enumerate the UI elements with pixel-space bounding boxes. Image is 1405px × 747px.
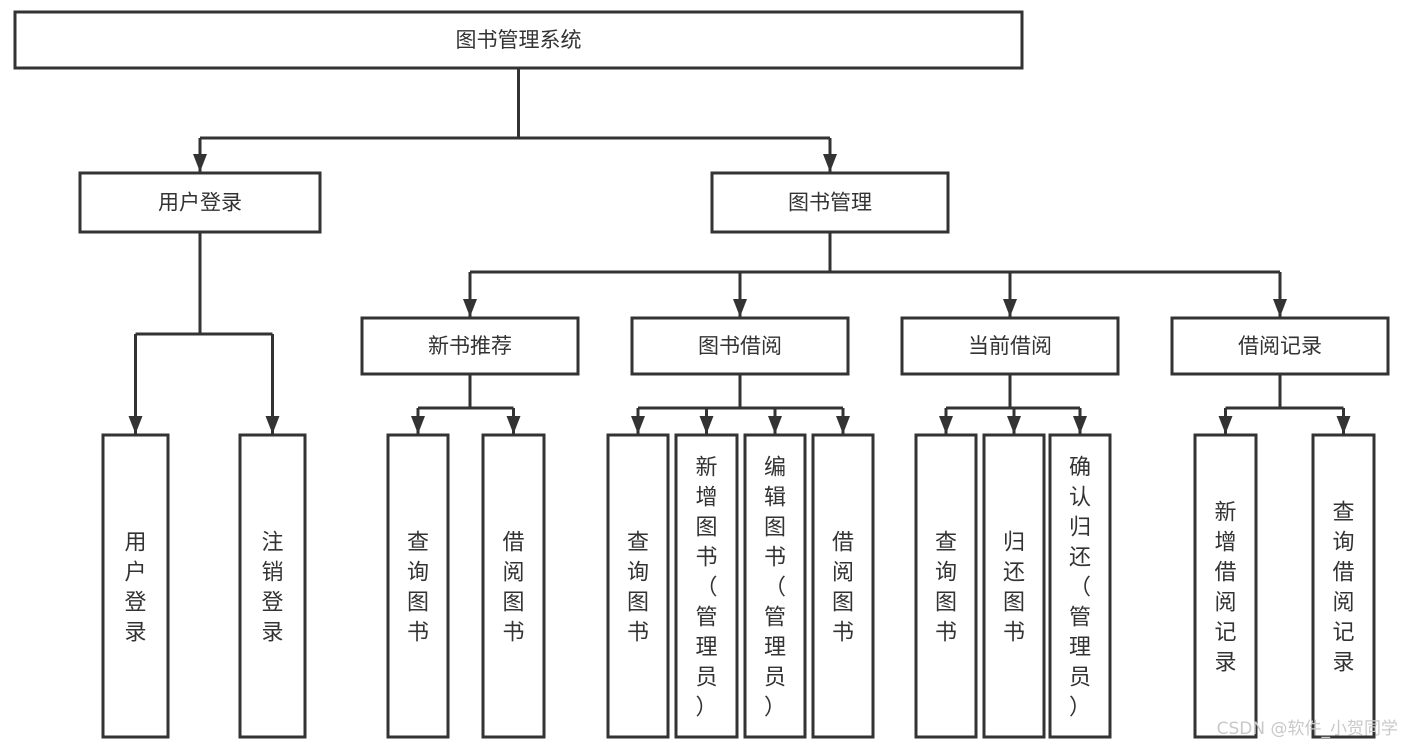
- arrow-head-icon: [836, 416, 850, 434]
- node-query-borrow-record[interactable]: 查询借阅记录: [1311, 433, 1376, 739]
- arrow-head-icon: [733, 299, 747, 317]
- node-edit-book-admin[interactable]: 编辑图书（管理员）: [743, 433, 807, 739]
- node-return-book[interactable]: 归还图书: [982, 433, 1046, 739]
- node-box-query-book-2: [606, 433, 670, 739]
- node-box-new-book-recommend: [360, 316, 580, 376]
- node-add-borrow-record[interactable]: 新增借阅记录: [1193, 433, 1258, 739]
- node-box-current-borrow: [900, 316, 1120, 376]
- node-label-borrow-book-2: 借阅图书: [832, 530, 854, 645]
- arrow-head-icon: [1273, 299, 1287, 317]
- arrow-head-icon: [823, 154, 837, 172]
- node-label-user-login-do: 用户登录: [124, 530, 146, 645]
- node-user-login[interactable]: 用户登录: [78, 171, 322, 234]
- arrow-head-icon: [699, 416, 714, 434]
- node-box-query-book-1: [386, 433, 450, 739]
- node-box-book-borrow: [630, 316, 850, 376]
- arrow-head-icon: [1007, 416, 1021, 434]
- node-label-edit-book-admin: 编辑图书（管理员）: [764, 455, 786, 720]
- node-label-query-book-2: 查询图书: [627, 530, 649, 645]
- arrow-head-icon: [1336, 416, 1351, 434]
- node-box-query-borrow-record: [1311, 433, 1376, 739]
- arrow-head-icon: [1003, 299, 1017, 317]
- node-box-return-book: [982, 433, 1046, 739]
- node-borrow-record[interactable]: 借阅记录: [1170, 316, 1390, 376]
- node-user-logout[interactable]: 注销登录: [238, 433, 307, 739]
- node-user-login-do[interactable]: 用户登录: [101, 433, 170, 739]
- node-query-book-1[interactable]: 查询图书: [386, 433, 450, 739]
- node-label-add-book-admin: 新增图书（管理员）: [695, 455, 717, 720]
- arrow-head-icon: [265, 416, 280, 434]
- node-label-return-book: 归还图书: [1003, 530, 1025, 645]
- node-label-confirm-return-admin: 确认归还（管理员）: [1069, 455, 1091, 720]
- node-box-borrow-record: [1170, 316, 1390, 376]
- node-label-user-login: 用户登录: [158, 191, 242, 215]
- node-label-borrow-record: 借阅记录: [1238, 334, 1322, 358]
- arrow-head-icon: [128, 416, 143, 434]
- node-root[interactable]: 图书管理系统: [13, 10, 1024, 70]
- node-confirm-return-admin[interactable]: 确认归还（管理员）: [1048, 433, 1112, 739]
- node-label-root: 图书管理系统: [456, 28, 582, 52]
- node-current-borrow[interactable]: 当前借阅: [900, 316, 1120, 376]
- node-label-query-borrow-record: 查询借阅记录: [1332, 500, 1354, 675]
- arrow-head-icon: [1073, 416, 1087, 434]
- node-box-borrow-book-2: [811, 433, 875, 739]
- node-query-book-2[interactable]: 查询图书: [606, 433, 670, 739]
- arrow-head-icon: [411, 416, 425, 434]
- node-label-user-logout: 注销登录: [261, 530, 283, 645]
- node-box-add-book-admin: [674, 433, 739, 739]
- arrow-head-icon: [193, 154, 207, 172]
- node-label-query-book-3: 查询图书: [935, 530, 957, 645]
- arrow-head-icon: [939, 416, 953, 434]
- node-layer: 图书管理系统用户登录用户登录注销登录图书管理新书推荐查询图书借阅图书图书借阅查询…: [13, 10, 1390, 739]
- node-label-book-manage: 图书管理: [788, 191, 872, 215]
- node-box-book-manage: [710, 171, 950, 234]
- node-add-book-admin[interactable]: 新增图书（管理员）: [674, 433, 739, 739]
- node-book-manage[interactable]: 图书管理: [710, 171, 950, 234]
- node-label-add-borrow-record: 新增借阅记录: [1214, 500, 1236, 675]
- csdn-watermark: CSDN @软件_小贺同学: [1217, 719, 1398, 739]
- node-box-query-book-3: [914, 433, 978, 739]
- node-box-edit-book-admin: [743, 433, 807, 739]
- node-label-query-book-1: 查询图书: [407, 530, 429, 645]
- connector-layer: [128, 68, 1351, 434]
- arrow-head-icon: [1218, 416, 1233, 434]
- node-box-user-login: [78, 171, 322, 234]
- arrow-head-icon: [631, 416, 645, 434]
- node-label-current-borrow: 当前借阅: [968, 334, 1052, 358]
- node-book-borrow[interactable]: 图书借阅: [630, 316, 850, 376]
- node-label-borrow-book-1: 借阅图书: [502, 530, 524, 645]
- arrow-head-icon: [506, 416, 521, 434]
- node-box-user-login-do: [101, 433, 170, 739]
- node-borrow-book-2[interactable]: 借阅图书: [811, 433, 875, 739]
- node-box-confirm-return-admin: [1048, 433, 1112, 739]
- node-label-new-book-recommend: 新书推荐: [428, 334, 512, 358]
- arrow-head-icon: [463, 299, 477, 317]
- node-box-root: [13, 10, 1024, 70]
- node-borrow-book-1[interactable]: 借阅图书: [481, 433, 546, 739]
- node-box-add-borrow-record: [1193, 433, 1258, 739]
- node-box-borrow-book-1: [481, 433, 546, 739]
- node-label-book-borrow: 图书借阅: [698, 334, 782, 358]
- arrow-head-icon: [768, 416, 782, 434]
- node-box-user-logout: [238, 433, 307, 739]
- node-query-book-3[interactable]: 查询图书: [914, 433, 978, 739]
- node-new-book-recommend[interactable]: 新书推荐: [360, 316, 580, 376]
